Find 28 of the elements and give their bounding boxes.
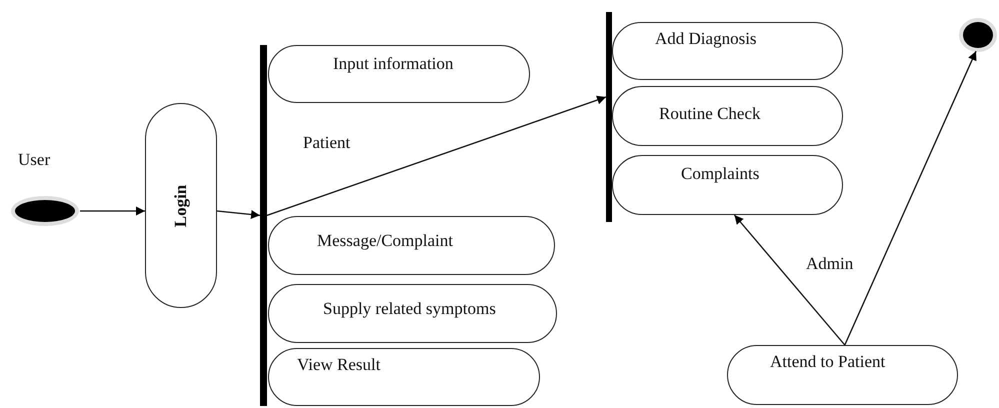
activity-label: Attend to Patient: [770, 352, 886, 372]
activity-node: [268, 284, 557, 343]
activity-node: [268, 348, 540, 406]
activity-label: Supply related symptoms: [323, 299, 496, 320]
swimlane-label: User: [18, 150, 50, 170]
swimlane-label: Admin: [806, 254, 854, 274]
arrow: [734, 214, 846, 346]
activity-node: [612, 86, 843, 146]
activity-label: Add Diagnosis: [655, 29, 757, 50]
activity-node: [612, 155, 843, 215]
arrow: [844, 50, 977, 346]
activity-node: [268, 216, 555, 275]
activity-label: Message/Complaint: [317, 231, 453, 252]
fork-bar: [260, 45, 267, 406]
activity-label: Routine Check: [659, 104, 761, 124]
activity-label: Complaints: [681, 164, 760, 184]
activity-node: [268, 45, 530, 103]
arrow: [80, 206, 145, 216]
activity-node: [612, 22, 843, 80]
swimlane-label: Patient: [303, 133, 350, 154]
activity-label: View Result: [297, 355, 380, 376]
fork-bar: [606, 12, 612, 222]
start-node: [10, 195, 80, 227]
activity-label: Input information: [333, 54, 454, 74]
arrow: [216, 210, 260, 219]
activity-label: Login: [170, 184, 191, 227]
end-node: [958, 17, 998, 53]
arrow: [266, 96, 606, 216]
